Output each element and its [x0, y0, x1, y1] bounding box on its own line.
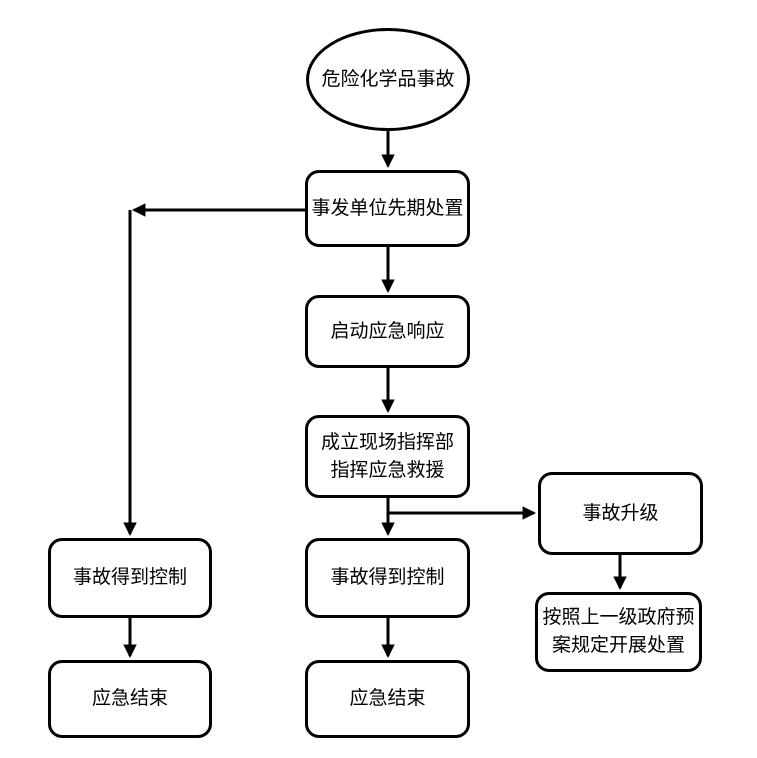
higher-plan-label-line2: 案规定开展处置 [551, 635, 685, 656]
end-center-label: 应急结束 [349, 688, 426, 710]
controlled-left-node: 事故得到控制 [48, 538, 212, 618]
escalation-node: 事故升级 [538, 472, 703, 555]
initial-disposal-node: 事发单位先期处置 [305, 170, 470, 247]
controlled-left-label: 事故得到控制 [72, 567, 187, 589]
command-post-node: 成立现场指挥部 指挥应急救援 [305, 415, 470, 498]
controlled-center-label: 事故得到控制 [330, 567, 445, 589]
command-post-label-line2: 指挥应急救援 [330, 459, 445, 481]
higher-plan-label-line1: 按照上一级政府预 [542, 607, 695, 629]
end-left-label: 应急结束 [91, 688, 168, 710]
start-node: 危险化学品事故 [306, 28, 470, 131]
initial-disposal-label: 事发单位先期处置 [311, 197, 464, 219]
start-node-label: 危险化学品事故 [321, 68, 455, 90]
command-post-label-line1: 成立现场指挥部 [320, 431, 454, 453]
activate-response-label: 启动应急响应 [330, 320, 445, 342]
higher-plan-node: 按照上一级政府预 案规定开展处置 [535, 592, 702, 672]
end-center-node: 应急结束 [305, 660, 470, 738]
activate-response-node: 启动应急响应 [305, 295, 470, 368]
end-left-node: 应急结束 [48, 660, 212, 738]
controlled-center-node: 事故得到控制 [305, 538, 470, 618]
escalation-label: 事故升级 [582, 502, 659, 524]
